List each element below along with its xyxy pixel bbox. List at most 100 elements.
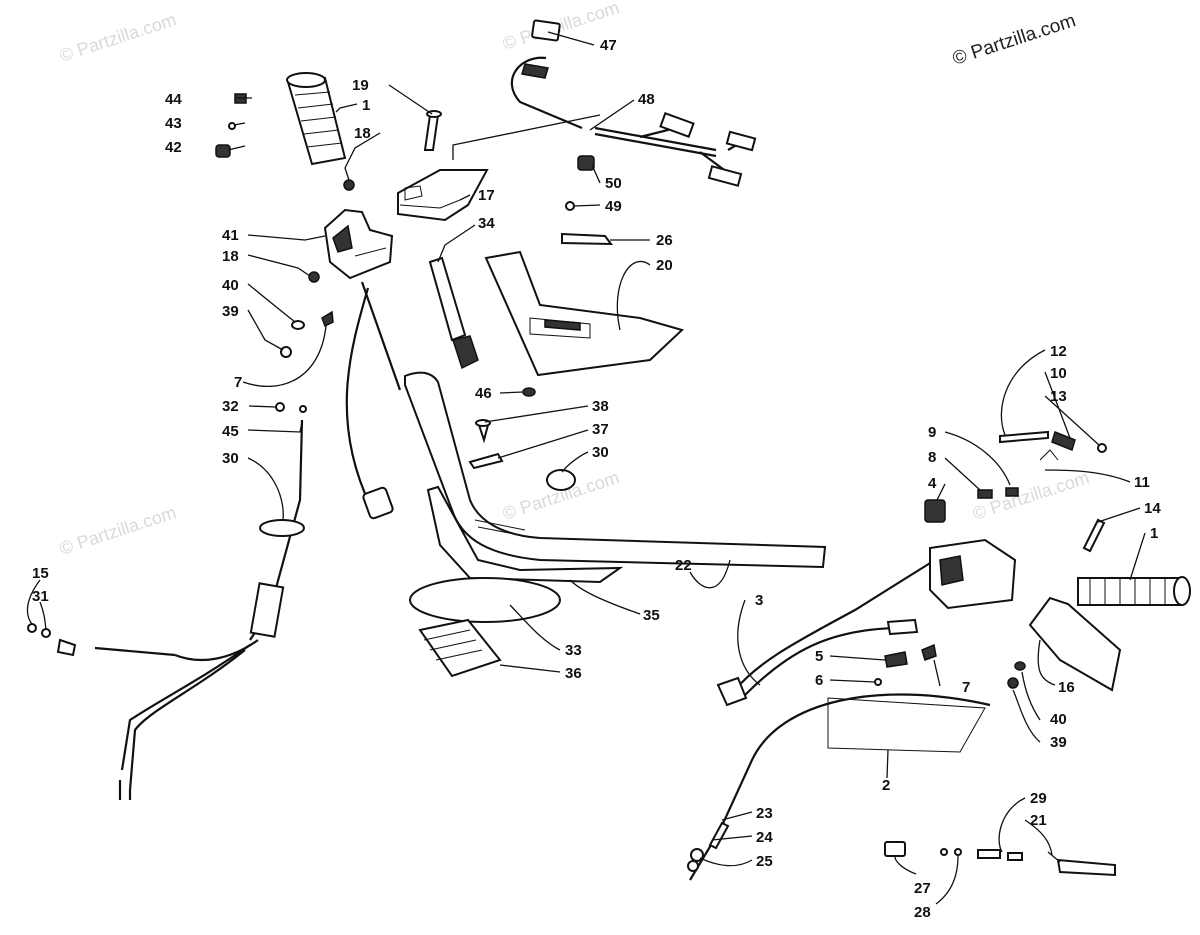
bracket-35	[426, 485, 624, 584]
callout-49: 49	[605, 198, 622, 215]
screw-14	[1082, 518, 1106, 553]
washer-40-left	[291, 320, 305, 330]
callout-42: 42	[165, 139, 182, 156]
callout-18-left: 18	[222, 248, 239, 265]
callout-38: 38	[592, 398, 609, 415]
callout-11: 11	[1134, 474, 1150, 491]
wiring-3	[716, 559, 936, 707]
right-control-housing	[924, 449, 1059, 610]
callout-7-left: 7	[234, 374, 242, 391]
watermark-middle-left: © Partzilla.com	[57, 502, 179, 559]
callout-39-right: 39	[1050, 734, 1067, 751]
callout-36: 36	[565, 665, 582, 682]
callout-30-left: 30	[222, 450, 239, 467]
watermark-top-left: © Partzilla.com	[57, 9, 179, 66]
part-5	[884, 651, 908, 668]
callout-2: 2	[882, 777, 890, 794]
plate-37	[468, 452, 504, 470]
callout-43: 43	[165, 115, 182, 132]
callout-46: 46	[475, 385, 492, 402]
callout-34: 34	[478, 215, 495, 232]
part-34	[428, 256, 479, 370]
callout-12: 12	[1050, 343, 1067, 360]
callout-22: 22	[675, 557, 692, 574]
callout-1-right: 1	[1150, 525, 1158, 542]
pad-26	[561, 232, 614, 246]
clamp-30-center	[546, 469, 576, 491]
callout-21: 21	[1030, 812, 1047, 829]
callout-27: 27	[914, 880, 931, 897]
cable-2	[687, 693, 991, 881]
part-50	[577, 155, 595, 171]
callout-37: 37	[592, 421, 609, 438]
screw-39-right	[1007, 677, 1019, 689]
callout-13: 13	[1050, 388, 1067, 405]
nut-18-top	[343, 179, 355, 191]
bolt-19	[423, 110, 442, 151]
callout-40-right: 40	[1050, 711, 1067, 728]
callout-24: 24	[756, 829, 773, 846]
part-13	[1097, 443, 1107, 453]
screw-7-right	[921, 643, 937, 661]
callout-26: 26	[656, 232, 673, 249]
screw-39-left	[280, 346, 292, 358]
washer-40-right	[1014, 661, 1026, 671]
callout-30-center: 30	[592, 444, 609, 461]
callout-29: 29	[1030, 790, 1047, 807]
callout-23: 23	[756, 805, 773, 822]
callout-19: 19	[352, 77, 369, 94]
screw-7-left	[321, 310, 334, 328]
callout-35: 35	[643, 607, 660, 624]
callout-41: 41	[222, 227, 239, 244]
callout-47: 47	[600, 37, 617, 54]
handlebar-cover-20	[484, 250, 684, 377]
callout-20: 20	[656, 257, 673, 274]
callout-32: 32	[222, 398, 239, 415]
callout-9: 9	[928, 424, 936, 441]
bolt-12	[999, 430, 1049, 444]
part-43	[228, 122, 236, 130]
callout-25: 25	[756, 853, 773, 870]
nut-46	[522, 387, 536, 397]
callout-14: 14	[1144, 500, 1161, 517]
strap-33	[409, 577, 561, 623]
leader-lines	[26, 31, 1146, 905]
callout-1-left: 1	[362, 97, 370, 114]
callout-4: 4	[928, 475, 937, 492]
callout-50: 50	[605, 175, 622, 192]
callout-33: 33	[565, 642, 582, 659]
callout-7-right: 7	[962, 679, 970, 696]
parts-27-28-29-21	[884, 841, 1116, 877]
pad-36	[418, 618, 502, 678]
callout-6: 6	[815, 672, 823, 689]
callout-16: 16	[1058, 679, 1075, 696]
part-10	[1051, 430, 1076, 452]
callout-17: 17	[478, 187, 495, 204]
callout-18-top: 18	[354, 125, 371, 142]
left-control-housing	[323, 208, 394, 280]
screw-49	[565, 201, 575, 211]
copyright-label: © Partzilla.com	[950, 10, 1078, 70]
callout-48: 48	[638, 91, 655, 108]
callout-28: 28	[914, 904, 931, 921]
handlebar-22	[404, 371, 827, 569]
clamp-bracket-17	[397, 169, 489, 222]
part-42	[215, 144, 231, 158]
bracket-16	[1028, 596, 1122, 692]
callout-8: 8	[928, 449, 936, 466]
left-cables	[27, 281, 402, 800]
screw-38	[475, 419, 491, 444]
callout-39-left: 39	[222, 303, 239, 320]
nut-18-left	[308, 271, 320, 283]
callout-40-left: 40	[222, 277, 239, 294]
callout-15: 15	[32, 565, 49, 582]
callout-5: 5	[815, 648, 823, 665]
callout-31: 31	[32, 588, 49, 605]
callout-44: 44	[165, 91, 182, 108]
callout-10: 10	[1050, 365, 1067, 382]
callout-labels: 44 43 42 1 19 18 47 48 50 49 17 34 41 18…	[32, 37, 1161, 921]
right-grip	[1077, 576, 1191, 606]
callout-3: 3	[755, 592, 763, 609]
wire-harness	[510, 19, 757, 187]
